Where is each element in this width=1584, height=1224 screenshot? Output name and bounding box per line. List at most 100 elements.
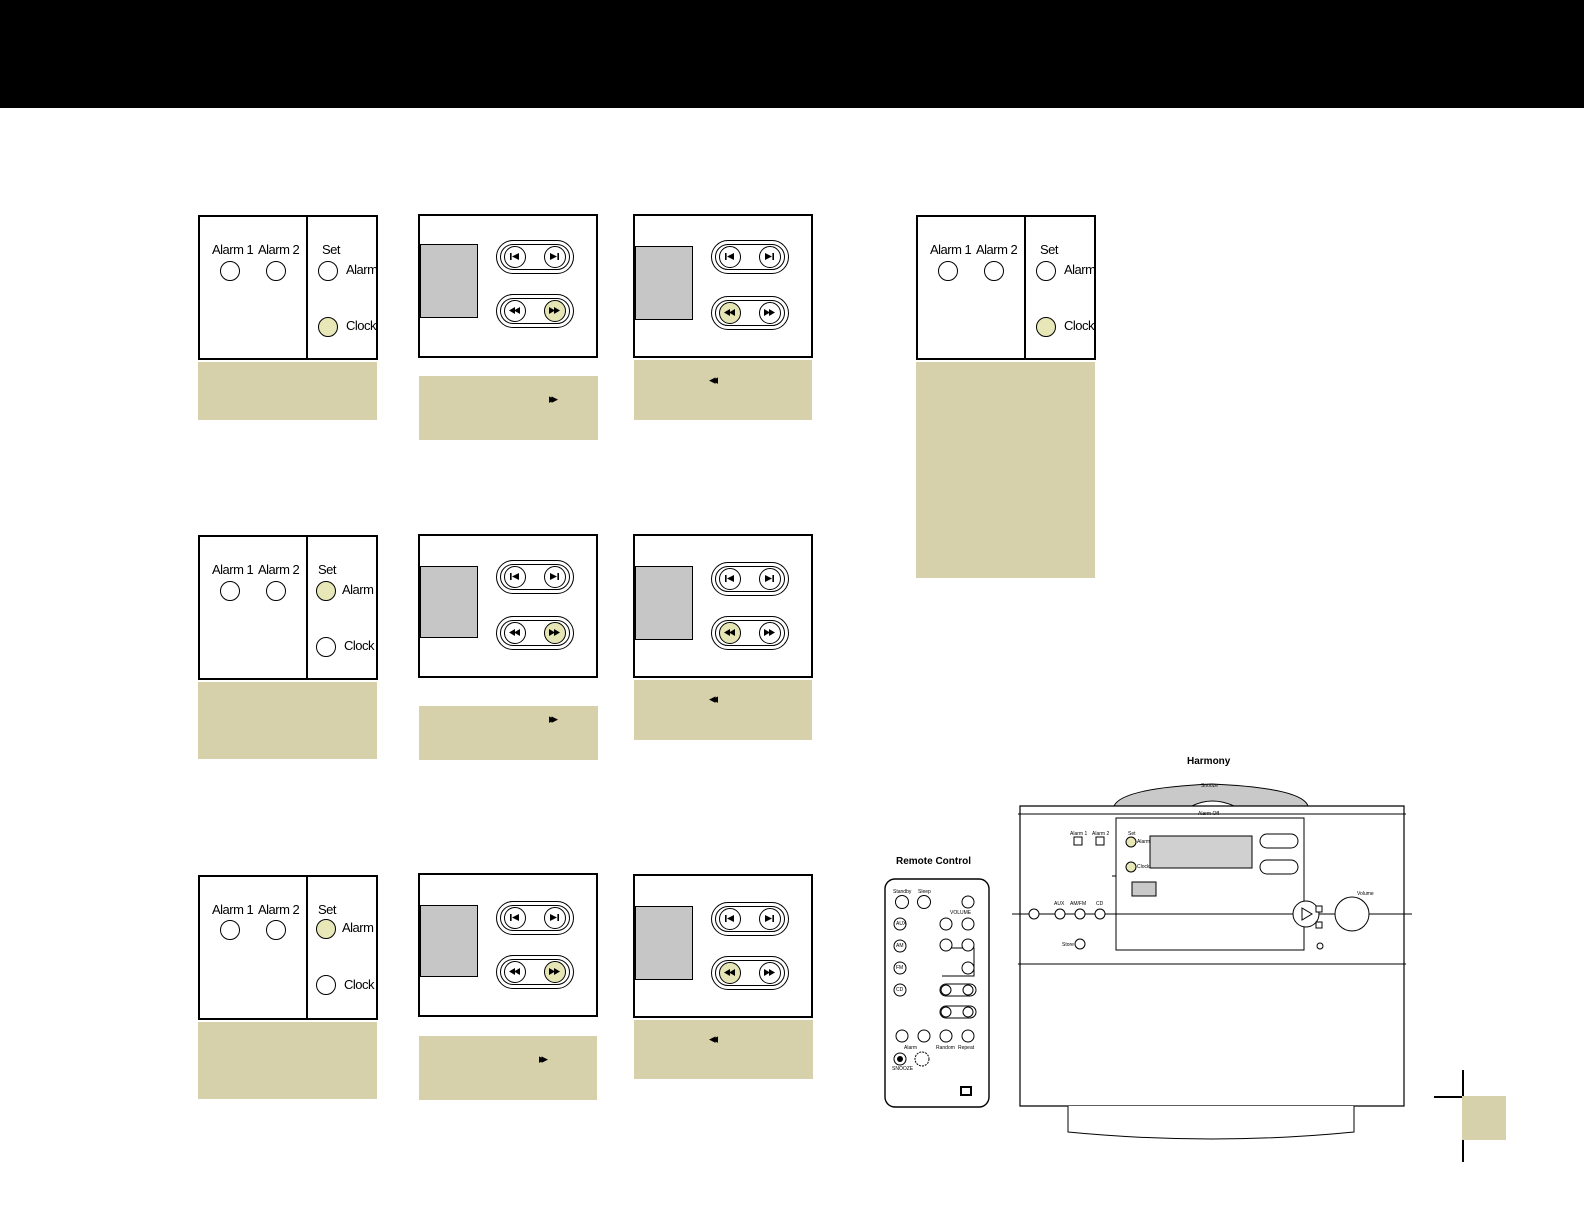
pill-inner: [715, 620, 785, 646]
track-skip-pill: [711, 240, 789, 274]
alarm-label: Alarm: [1064, 262, 1096, 277]
skip-back-button[interactable]: [504, 907, 526, 929]
pill-inner: [500, 564, 570, 590]
unit-alarm-off-label: Alarm Off: [1198, 811, 1220, 817]
unit-store-label: Store: [1062, 942, 1074, 948]
remote-title: Remote Control: [896, 856, 971, 867]
set-alarm-button[interactable]: [1036, 261, 1056, 281]
remote-fm-label: FM: [896, 965, 904, 971]
rewind-button[interactable]: [504, 300, 526, 322]
rewind-symbol: ◂◂: [709, 1031, 718, 1046]
set-clock-button[interactable]: [316, 637, 336, 657]
caption-box: ◂◂: [634, 1020, 813, 1079]
alarm2-button[interactable]: [266, 581, 286, 601]
alarm-label: Alarm: [342, 920, 374, 935]
alarm2-button[interactable]: [266, 920, 286, 940]
skip-back-button[interactable]: [719, 246, 741, 268]
skip-back-button[interactable]: [719, 908, 741, 930]
display-window: [635, 246, 693, 320]
skip-forward-button[interactable]: [544, 246, 566, 268]
set-clock-button[interactable]: [316, 975, 336, 995]
set-label: Set: [318, 902, 337, 917]
rewind-button[interactable]: [504, 961, 526, 983]
panel-divider: [306, 217, 308, 358]
remote-control-drawing: [884, 878, 990, 1108]
unit-snooze-label: Snooze: [1201, 783, 1218, 789]
track-skip-pill: [496, 240, 574, 274]
fast-forward-button[interactable]: [759, 622, 781, 644]
rewind-button[interactable]: [719, 622, 741, 644]
skip-back-button[interactable]: [504, 246, 526, 268]
transport-panel-row2-left: [418, 534, 598, 678]
remote-sleep-label: Sleep: [918, 889, 931, 895]
pill-inner: [715, 300, 785, 326]
skip-forward-button[interactable]: [759, 246, 781, 268]
panel-divider: [1024, 217, 1026, 358]
search-pill: [496, 294, 574, 328]
alarm1-label: Alarm 1: [212, 902, 254, 917]
alarm1-button[interactable]: [220, 581, 240, 601]
caption-box: ▸▸: [419, 706, 598, 760]
panel-divider: [306, 877, 308, 1018]
set-alarm-button[interactable]: [318, 261, 338, 281]
unit-alarm1-label: Alarm 1: [1070, 831, 1088, 837]
track-skip-pill: [496, 560, 574, 594]
remote-aux-label: AUX: [896, 921, 907, 927]
skip-back-button[interactable]: [719, 568, 741, 590]
caption-box: [198, 682, 377, 759]
track-skip-pill: [711, 902, 789, 936]
fast-forward-symbol: ▸▸: [549, 391, 558, 406]
transport-panel-row3-right: [633, 874, 813, 1018]
alarm2-button[interactable]: [266, 261, 286, 281]
set-alarm-button[interactable]: [316, 919, 336, 939]
alarm2-button[interactable]: [984, 261, 1004, 281]
rewind-button[interactable]: [719, 962, 741, 984]
fast-forward-button[interactable]: [544, 961, 566, 983]
set-clock-button[interactable]: [318, 317, 338, 337]
alarm-panel-row3: Alarm 1 Alarm 2 Set Alarm Clock: [198, 875, 378, 1020]
unit-cd-label: CD: [1096, 901, 1104, 907]
remote-random-label: Random: [936, 1045, 955, 1051]
alarm-label: Alarm: [342, 582, 374, 597]
transport-panel-row1-left: [418, 214, 598, 358]
fast-forward-button[interactable]: [759, 962, 781, 984]
alarm1-label: Alarm 1: [212, 562, 254, 577]
unit-aux-label: AUX: [1054, 901, 1065, 907]
skip-forward-button[interactable]: [544, 907, 566, 929]
alarm1-label: Alarm 1: [212, 242, 254, 257]
alarm1-button[interactable]: [220, 920, 240, 940]
skip-forward-button[interactable]: [544, 566, 566, 588]
pill-inner: [500, 620, 570, 646]
skip-forward-button[interactable]: [759, 908, 781, 930]
fast-forward-button[interactable]: [544, 300, 566, 322]
alarm-panel-row1: Alarm 1 Alarm 2 Set Alarm Clock: [198, 215, 378, 360]
remote-cd-label: CD: [896, 987, 904, 993]
caption-box: ◂◂: [634, 360, 812, 420]
set-alarm-button[interactable]: [316, 581, 336, 601]
unit-alarm-label: Alarm: [1137, 839, 1151, 845]
caption-box-tall: [916, 362, 1095, 578]
alarm2-label: Alarm 2: [258, 562, 300, 577]
fast-forward-button[interactable]: [759, 302, 781, 324]
set-clock-button[interactable]: [1036, 317, 1056, 337]
rewind-button[interactable]: [504, 622, 526, 644]
clock-label: Clock: [1064, 318, 1095, 333]
track-skip-pill: [496, 901, 574, 935]
skip-back-button[interactable]: [504, 566, 526, 588]
remote-volume-label: VOLUME: [950, 910, 972, 916]
clock-label: Clock: [344, 977, 375, 992]
pill-inner: [715, 566, 785, 592]
pill-inner: [500, 905, 570, 931]
skip-forward-button[interactable]: [759, 568, 781, 590]
remote-am-label: AM: [896, 943, 904, 949]
rewind-button[interactable]: [719, 302, 741, 324]
fast-forward-symbol: ▸▸: [539, 1051, 548, 1066]
pill-inner: [715, 244, 785, 270]
alarm1-button[interactable]: [938, 261, 958, 281]
unit-alarm2-label: Alarm 2: [1092, 831, 1110, 837]
fast-forward-button[interactable]: [544, 622, 566, 644]
alarm2-label: Alarm 2: [258, 242, 300, 257]
alarm1-button[interactable]: [220, 261, 240, 281]
rewind-symbol: ◂◂: [709, 372, 718, 387]
page-tab: [1462, 1096, 1506, 1140]
